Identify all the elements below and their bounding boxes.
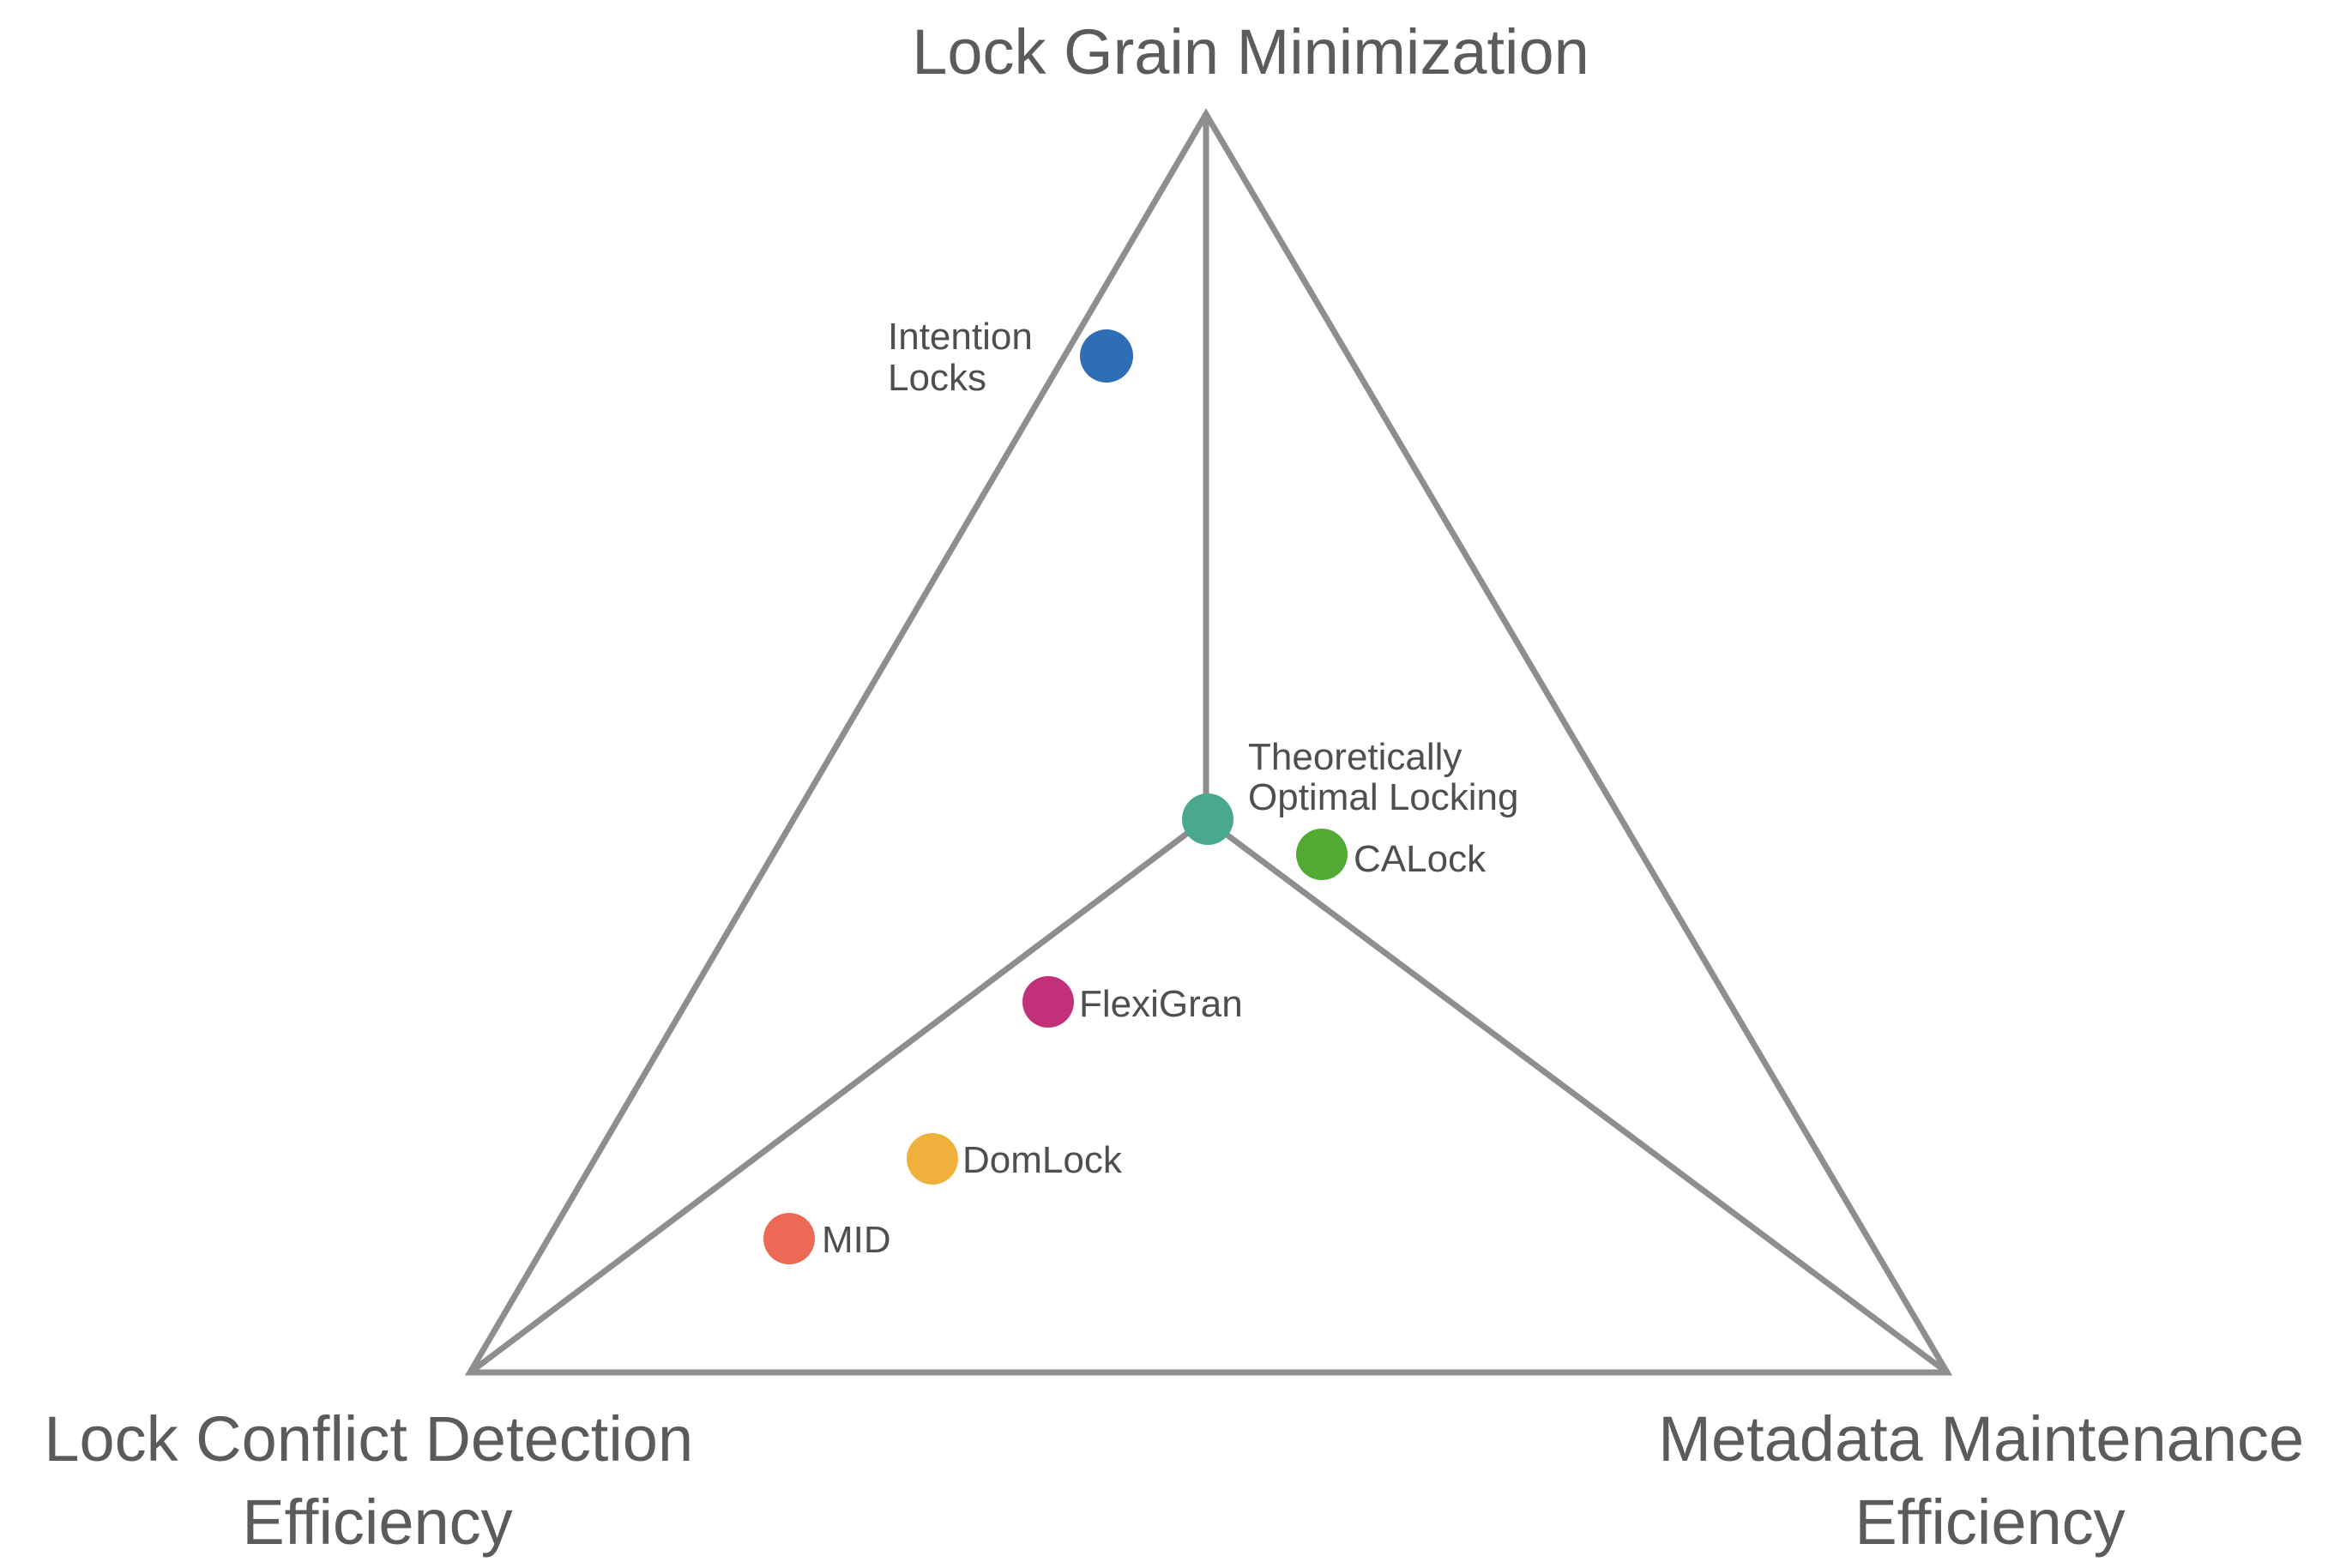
- marker-mid: [763, 1213, 815, 1264]
- axis-label-bottom-right: Metadata Maintenance Efficiency: [1658, 1403, 2321, 1558]
- axis-label-bottom-right-line-2: Efficiency: [1854, 1487, 2125, 1558]
- label-mid: MID: [822, 1219, 891, 1261]
- axis-label-top: Lock Grain Minimization: [912, 16, 1589, 87]
- triangle-frame: [464, 108, 1953, 1376]
- point-calock: CALock: [1296, 829, 1487, 880]
- marker-flexigran: [1022, 976, 1074, 1028]
- axis-label-bottom-left-line-2: Efficiency: [242, 1487, 512, 1558]
- point-flexigran: FlexiGran: [1022, 976, 1243, 1028]
- point-intention-locks: Intention Locks: [888, 316, 1133, 399]
- point-theoretically-optimal-locking: Theoretically Optimal Locking: [1182, 736, 1518, 845]
- axis-label-bottom-right-line-1: Metadata Maintenance: [1658, 1403, 2304, 1475]
- label-intention-locks-line-1: Intention: [888, 316, 1033, 358]
- marker-theoretically-optimal-locking: [1182, 793, 1233, 845]
- label-intention-locks: Intention Locks: [888, 316, 1043, 399]
- divider-right: [1203, 817, 1950, 1375]
- label-theoretically-optimal-locking-line-1: Theoretically: [1248, 736, 1462, 778]
- axis-label-bottom-left: Lock Conflict Detection Efficiency: [44, 1403, 710, 1558]
- marker-intention-locks: [1080, 329, 1133, 383]
- point-mid: MID: [763, 1213, 891, 1264]
- point-domlock: DomLock: [907, 1133, 1123, 1185]
- label-domlock: DomLock: [962, 1139, 1123, 1181]
- marker-domlock: [907, 1133, 958, 1185]
- label-calock: CALock: [1354, 838, 1487, 880]
- label-flexigran: FlexiGran: [1079, 983, 1243, 1025]
- marker-calock: [1296, 829, 1348, 880]
- label-intention-locks-line-2: Locks: [888, 357, 986, 399]
- label-theoretically-optimal-locking: Theoretically Optimal Locking: [1248, 736, 1518, 818]
- axis-label-bottom-left-line-1: Lock Conflict Detection: [44, 1403, 693, 1475]
- label-theoretically-optimal-locking-line-2: Optimal Locking: [1248, 776, 1518, 818]
- divider-left: [467, 817, 1209, 1375]
